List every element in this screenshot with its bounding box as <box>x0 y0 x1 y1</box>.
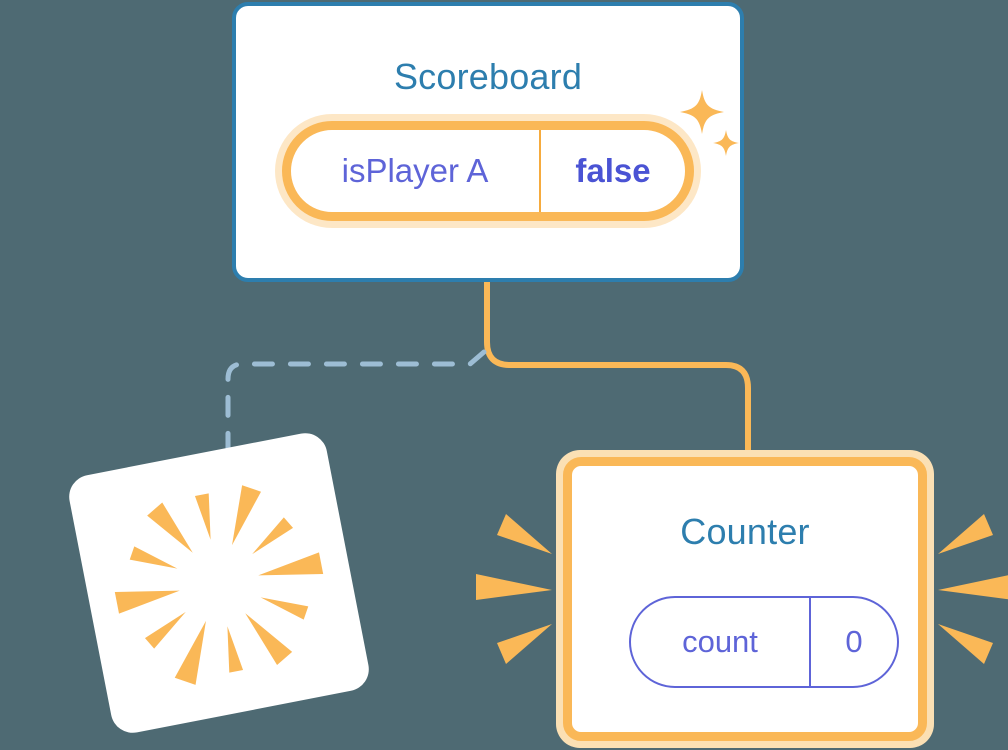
placeholder-card[interactable] <box>65 429 373 737</box>
state-pill-isplayer-a[interactable]: isPlayer A false <box>282 121 694 221</box>
connector-scoreboard-to-counter <box>484 279 751 459</box>
burst-ray <box>497 624 552 664</box>
burst-ray <box>497 514 552 554</box>
page-title-scoreboard: Scoreboard <box>393 56 583 97</box>
burst-ray <box>476 574 552 600</box>
burst-rays-right-icon <box>938 514 1008 664</box>
page-title-counter: Counter <box>680 511 810 552</box>
burst-rays-left-icon <box>476 514 552 664</box>
state-key-isplayer-a: isPlayer A <box>291 130 541 212</box>
state-value-isplayer-a: false <box>575 152 651 189</box>
counter-card[interactable]: Counter count 0 <box>556 450 934 748</box>
state-value-count: 0 <box>845 624 863 659</box>
burst-ray <box>938 575 1008 600</box>
counter-card-inner: Counter count 0 <box>563 457 927 741</box>
burst-ray <box>938 514 993 554</box>
state-pill-count[interactable]: count 0 <box>629 596 899 688</box>
burst-ray <box>938 624 993 664</box>
state-key-count: count <box>631 598 811 686</box>
